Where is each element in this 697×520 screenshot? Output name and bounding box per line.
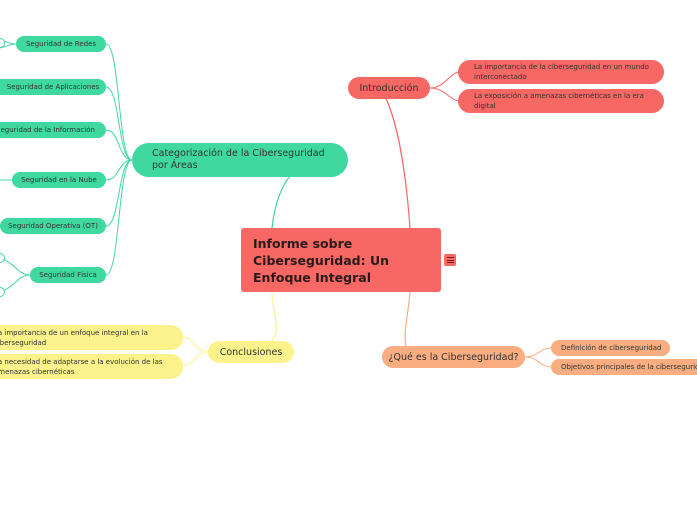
subtopic-intro-2[interactable]: La exposición a amenazas cibernéticas en…: [458, 89, 664, 113]
topic-introduccion-label: Introducción: [359, 82, 419, 94]
central-topic[interactable]: Informe sobre Ciberseguridad: Un Enfoque…: [241, 228, 441, 292]
subtopic-seguridad-informacion-label: Seguridad de la Información: [0, 126, 95, 134]
topic-introduccion[interactable]: Introducción: [348, 77, 430, 99]
subtopic-seguridad-nube-label: Seguridad en la Nube: [21, 176, 97, 184]
topic-que-es-label: ¿Qué es la Ciberseguridad?: [388, 351, 519, 363]
subtopic-intro-1-label: La importancia de la ciberseguridad en u…: [474, 63, 649, 81]
subtopic-intro-1[interactable]: La importancia de la ciberseguridad en u…: [458, 60, 664, 84]
subtopic-seguridad-fisica-label: Seguridad Física: [39, 271, 97, 279]
subtopic-conclusiones-2-label: La necesidad de adaptarse a la evolución…: [0, 357, 163, 376]
subtopic-seguridad-redes[interactable]: Seguridad de Redes: [16, 36, 106, 52]
link-categorizacion: [271, 167, 301, 229]
subtopic-conclusiones-1[interactable]: La importancia de un enfoque integral en…: [0, 325, 183, 350]
topic-categorizacion-label: Categorización de la Ciberseguridad por …: [152, 148, 325, 171]
subtopic-seguridad-informacion[interactable]: Seguridad de la Información: [0, 122, 106, 138]
subtopic-que-es-1[interactable]: Definición de ciberseguridad: [551, 340, 670, 356]
topic-conclusiones[interactable]: Conclusiones: [208, 341, 294, 363]
topic-que-es[interactable]: ¿Qué es la Ciberseguridad?: [382, 346, 525, 368]
subtopic-intro-2-label: La exposición a amenazas cibernéticas en…: [474, 92, 644, 110]
subtopic-conclusiones-2[interactable]: La necesidad de adaptarse a la evolución…: [0, 354, 183, 379]
link-introduccion: [379, 87, 411, 229]
topic-conclusiones-label: Conclusiones: [219, 346, 283, 358]
subtopic-seguridad-nube[interactable]: Seguridad en la Nube: [12, 172, 106, 188]
subtopic-seguridad-aplicaciones[interactable]: Seguridad de Aplicaciones: [0, 79, 106, 95]
central-topic-title: Informe sobre Ciberseguridad: Un Enfoque…: [253, 235, 389, 285]
subtopic-seguridad-operativa[interactable]: Seguridad Operativa (OT): [0, 218, 106, 234]
subtopic-seguridad-fisica[interactable]: Seguridad Física: [30, 267, 106, 283]
subtopic-seguridad-redes-label: Seguridad de Redes: [25, 40, 97, 48]
subtopic-que-es-1-label: Definición de ciberseguridad: [561, 344, 662, 352]
subtopic-conclusiones-1-label: La importancia de un enfoque integral en…: [0, 328, 148, 347]
subtopic-que-es-2[interactable]: Objetivos principales de la cibersegurid…: [551, 359, 697, 375]
subtopic-que-es-2-label: Objetivos principales de la cibersegurid…: [561, 363, 697, 371]
menu-icon[interactable]: [444, 254, 456, 266]
subtopic-seguridad-operativa-label: Seguridad Operativa (OT): [8, 222, 98, 230]
subtopic-seguridad-aplicaciones-label: Seguridad de Aplicaciones: [6, 83, 100, 91]
topic-categorizacion[interactable]: Categorización de la Ciberseguridad por …: [132, 143, 348, 177]
